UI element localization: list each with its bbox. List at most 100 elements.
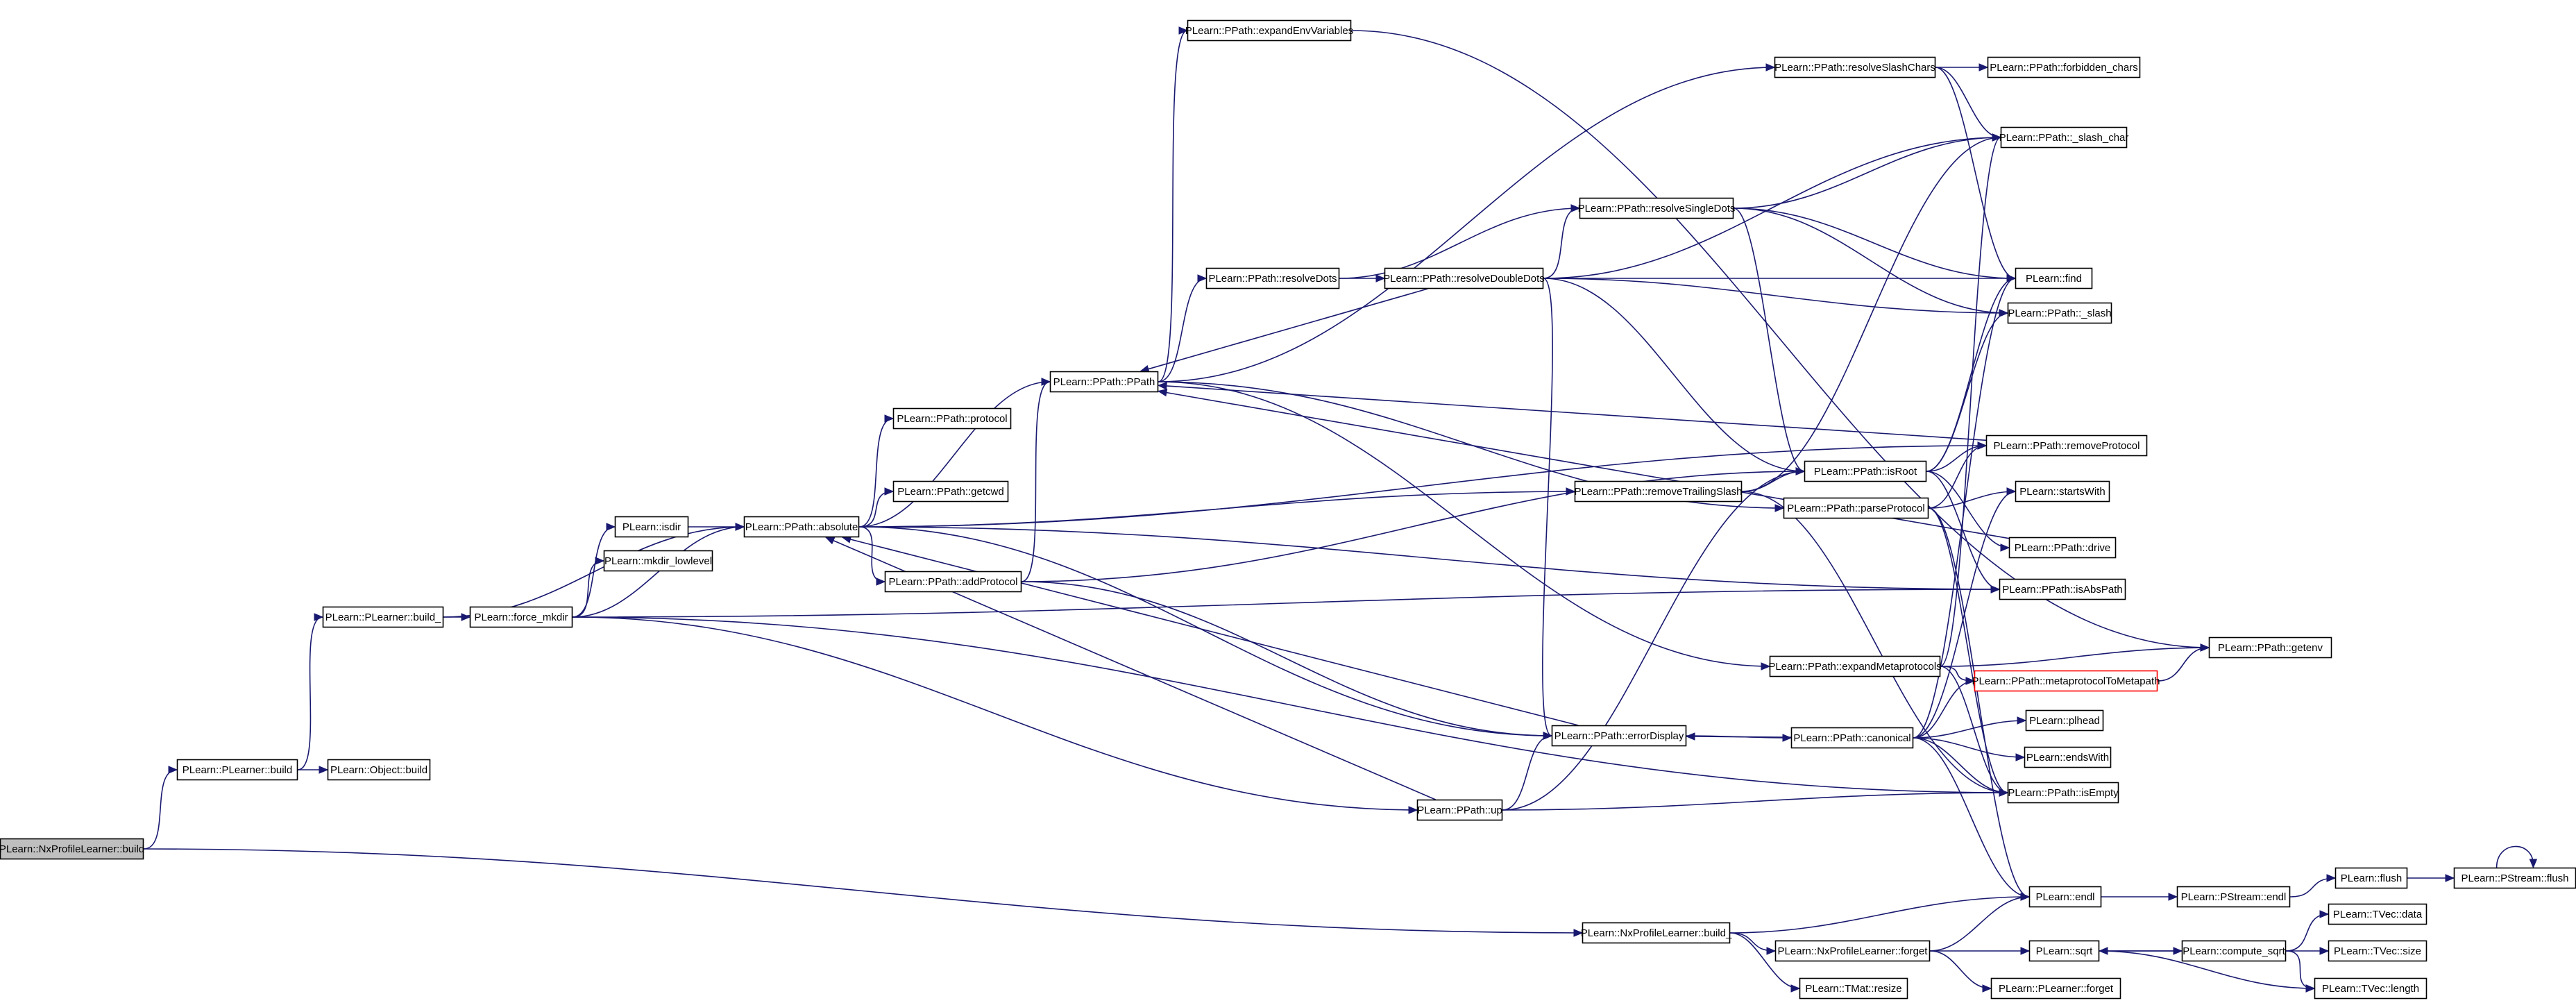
graph-node-canonical[interactable]: PLearn::PPath::canonical — [1790, 727, 1914, 749]
graph-node-isdir[interactable]: PLearn::isdir — [614, 516, 689, 538]
graph-node-isabspath[interactable]: PLearn::PPath::isAbsPath — [1999, 578, 2126, 600]
call-edge — [297, 766, 329, 774]
call-edge — [1157, 382, 1987, 441]
node-box — [1999, 578, 2126, 600]
node-box — [1987, 56, 2141, 78]
call-edge — [2285, 950, 2316, 993]
call-graph-nodes: PLearn::NxProfileLearner::buildPLearn::P… — [0, 19, 2576, 1000]
graph-node-find[interactable]: PLearn::find — [2015, 267, 2093, 289]
node-box — [2024, 746, 2112, 768]
node-box — [2328, 940, 2427, 962]
graph-node-tvec-size[interactable]: PLearn::TVec::size — [2328, 940, 2427, 962]
graph-node-plhead[interactable]: PLearn::plhead — [2025, 709, 2104, 732]
node-label: PLearn::PPath::expandEnvVariables — [1185, 25, 1353, 37]
node-label: PLearn::PPath::parseProtocol — [1787, 503, 1924, 514]
graph-node-ppath[interactable]: PLearn::PPath::PPath — [1049, 371, 1159, 393]
node-label: PLearn::TMat::resize — [1805, 983, 1901, 995]
graph-node-absolute[interactable]: PLearn::PPath::absolute — [743, 516, 860, 538]
node-box — [2015, 267, 2093, 289]
node-label: PLearn::sqrt — [2036, 945, 2094, 957]
graph-node-expandmetaprotocols[interactable]: PLearn::PPath::expandMetaprotocols — [1768, 655, 1942, 677]
graph-node-startswith[interactable]: PLearn::startsWith — [2015, 480, 2110, 503]
graph-node-resolvedoubledots[interactable]: PLearn::PPath::resolveDoubleDots — [1383, 267, 1545, 289]
node-box — [1985, 435, 2148, 457]
graph-node-force_mkdir[interactable]: PLearn::force_mkdir — [469, 606, 573, 628]
node-label: PLearn::mkdir_lowlevel — [604, 555, 712, 567]
graph-node-drive[interactable]: PLearn::PPath::drive — [2008, 537, 2117, 559]
graph-node-object-build[interactable]: PLearn::Object::build — [327, 759, 431, 781]
graph-node-endswith[interactable]: PLearn::endsWith — [2024, 746, 2112, 768]
node-box — [2181, 940, 2287, 962]
graph-node-pstream-endl[interactable]: PLearn::PStream::endl — [2176, 886, 2291, 908]
call-edge — [858, 414, 895, 528]
call-edge — [1686, 734, 1793, 742]
graph-node-up[interactable]: PLearn::PPath::up — [1416, 799, 1503, 821]
graph-node-nxprofilelearner-build_[interactable]: PLearn::NxProfileLearner::build_ — [1581, 922, 1732, 944]
call-edge — [1928, 507, 2031, 901]
graph-node-tvec-data[interactable]: PLearn::TVec::data — [2328, 903, 2427, 925]
call-edge — [1685, 732, 1792, 741]
graph-node-addprotocol[interactable]: PLearn::PPath::addProtocol — [884, 571, 1022, 593]
graph-node-resolvesingledots[interactable]: PLearn::PPath::resolveSingleDots — [1578, 197, 1736, 219]
graph-node-protocol[interactable]: PLearn::PPath::protocol — [892, 407, 1012, 430]
node-box — [2007, 782, 2119, 804]
call-graph-edges — [143, 26, 2538, 993]
graph-node-tvec-length[interactable]: PLearn::TVec::length — [2314, 977, 2427, 1000]
call-edge — [1729, 932, 1777, 955]
graph-node-removeprotocol[interactable]: PLearn::PPath::removeProtocol — [1985, 435, 2148, 457]
node-label: PLearn::PPath::removeProtocol — [1994, 440, 2140, 452]
node-box — [2208, 637, 2332, 659]
call-edge — [1139, 288, 1428, 373]
graph-node-flush[interactable]: PLearn::flush — [2334, 867, 2408, 889]
graph-node-mkdir_lowlevel[interactable]: PLearn::mkdir_lowlevel — [603, 550, 713, 572]
graph-node-plearner-build_[interactable]: PLearn::PLearner::build_ — [322, 606, 444, 628]
node-box — [892, 407, 1012, 430]
graph-node-resolvedots[interactable]: PLearn::PPath::resolveDots — [1205, 267, 1340, 289]
graph-node-sqrt[interactable]: PLearn::sqrt — [2028, 940, 2100, 962]
call-edge — [143, 848, 1584, 937]
call-edge — [1733, 208, 1806, 475]
call-edge — [2407, 874, 2455, 882]
graph-node-plearner-forget[interactable]: PLearn::PLearner::forget — [1990, 977, 2121, 1000]
graph-node-pstream-flush[interactable]: PLearn::PStream::flush — [2453, 867, 2576, 889]
node-label: PLearn::PPath::canonical — [1793, 732, 1910, 744]
call-edge — [1543, 274, 2017, 283]
graph-node-getcwd[interactable]: PLearn::PPath::getcwd — [892, 480, 1009, 503]
call-edge — [1913, 737, 2009, 797]
graph-node-nxprofilelearner-build[interactable]: PLearn::NxProfileLearner::build — [0, 838, 144, 860]
node-box — [1774, 940, 1931, 962]
graph-node-removetrailingslash[interactable]: PLearn::PPath::removeTrailingSlash — [1574, 480, 1743, 503]
node-box — [1790, 727, 1914, 749]
call-edge — [1733, 133, 2002, 209]
call-edge — [858, 526, 1553, 740]
graph-node-slash[interactable]: PLearn::PPath::_slash — [2007, 302, 2112, 324]
graph-node-compute_sqrt[interactable]: PLearn::compute_sqrt — [2181, 940, 2287, 962]
node-box — [2314, 977, 2427, 1000]
graph-node-expandenvvariables[interactable]: PLearn::PPath::expandEnvVariables — [1185, 19, 1353, 42]
node-label: PLearn::Object::build — [330, 764, 427, 776]
graph-node-isroot[interactable]: PLearn::PPath::isRoot — [1804, 460, 1927, 482]
graph-node-resolveslashchars[interactable]: PLearn::PPath::resolveSlashChars — [1774, 56, 1936, 78]
call-edge — [1741, 491, 2009, 797]
node-label: PLearn::NxProfileLearner::build_ — [1581, 927, 1732, 939]
graph-node-plearner-build[interactable]: PLearn::PLearner::build — [176, 759, 298, 781]
graph-node-endl[interactable]: PLearn::endl — [2028, 886, 2102, 908]
graph-node-metaprotocoltometapath[interactable]: PLearn::PPath::metaprotocolToMetapath — [1972, 670, 2160, 692]
call-edge — [1158, 274, 1208, 382]
graph-node-parseprotocol[interactable]: PLearn::PPath::parseProtocol — [1783, 497, 1929, 519]
call-edge — [572, 523, 616, 618]
graph-node-tmat-resize[interactable]: PLearn::TMat::resize — [1799, 977, 1908, 1000]
node-box — [1551, 725, 1687, 747]
graph-node-getenv[interactable]: PLearn::PPath::getenv — [2208, 637, 2332, 659]
graph-node-nxprofilelearner-forget[interactable]: PLearn::NxProfileLearner::forget — [1774, 940, 1931, 962]
graph-node-errordisplay[interactable]: PLearn::PPath::errorDisplay — [1551, 725, 1687, 747]
node-label: PLearn::PPath::resolveSingleDots — [1578, 203, 1736, 214]
graph-node-forbidden_chars[interactable]: PLearn::PPath::forbidden_chars — [1987, 56, 2141, 78]
call-edge — [1940, 643, 2210, 667]
graph-node-isempty[interactable]: PLearn::PPath::isEmpty — [2007, 782, 2119, 804]
node-label: PLearn::PPath::forbidden_chars — [1990, 62, 2137, 74]
call-edge — [1935, 67, 2002, 142]
node-box — [1205, 267, 1340, 289]
graph-node-slash_char[interactable]: PLearn::PPath::_slash_char — [1999, 126, 2129, 149]
